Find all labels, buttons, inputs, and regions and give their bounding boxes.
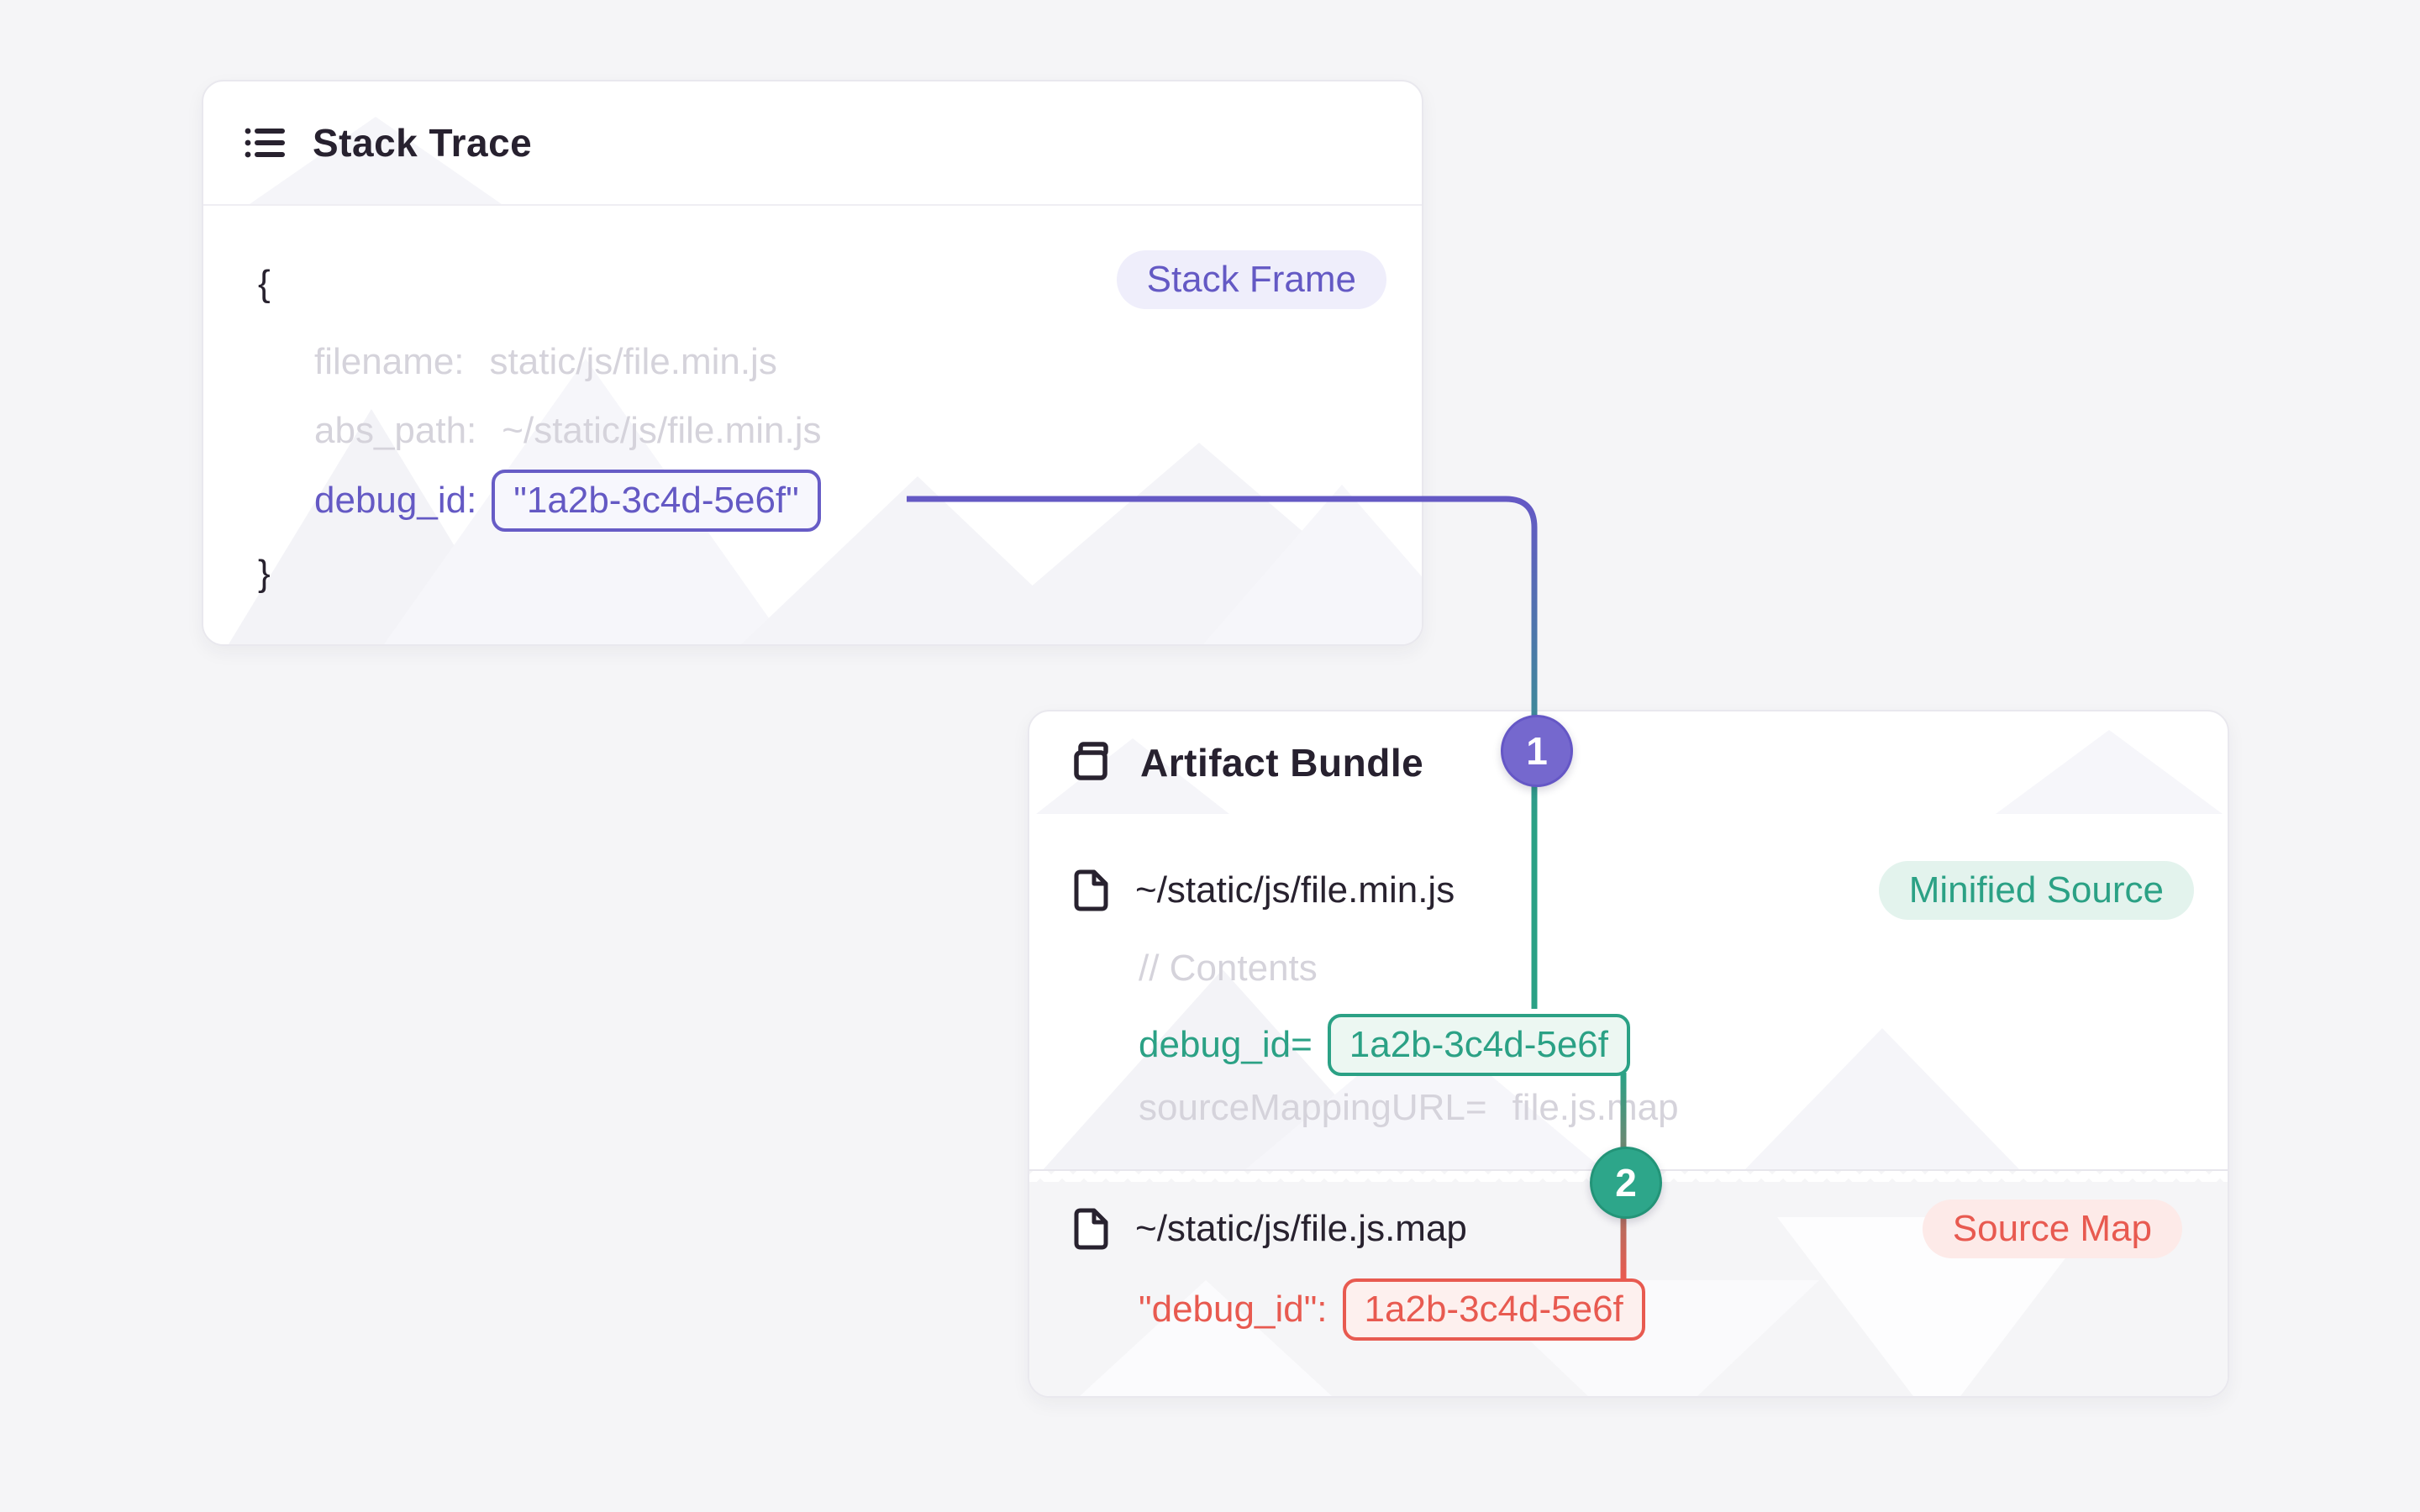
stack-trace-title: Stack Trace [313, 121, 533, 165]
debug-id-key: debug_id: [314, 480, 477, 521]
minified-source-badge-label: Minified Source [1908, 869, 2164, 911]
file-icon [1070, 868, 1113, 913]
source-map-badge: Source Map [1922, 1200, 2182, 1258]
source-map-file-path: ~/static/js/file.js.map [1135, 1208, 1467, 1249]
step-1-badge: 1 [1501, 715, 1573, 787]
step-2-badge: 2 [1590, 1147, 1662, 1219]
mountain-watermark [1203, 485, 1422, 644]
bundle-debug-id-line: debug_id= 1a2b-3c4d-5e6f [1139, 1011, 1631, 1079]
step-1-number: 1 [1526, 729, 1548, 773]
minified-file-row: ~/static/js/file.min.js Minified Source [1070, 861, 2194, 920]
artifact-bundle-header: Artifact Bundle [1029, 711, 2228, 816]
stack-frame-badge: Stack Frame [1116, 250, 1386, 309]
map-debug-id-value-box: 1a2b-3c4d-5e6f [1342, 1278, 1645, 1341]
json-open-brace: { [258, 263, 271, 304]
source-mapping-url-key: sourceMappingURL= [1139, 1087, 1487, 1128]
debug-id-value-box: "1a2b-3c4d-5e6f" [492, 470, 821, 532]
bundle-debug-id-value-box: 1a2b-3c4d-5e6f [1327, 1014, 1631, 1076]
stack-trace-header: Stack Trace [203, 81, 1422, 206]
mountain-watermark [964, 443, 1422, 644]
source-mapping-url-line: sourceMappingURL= file.js.map [1139, 1084, 1679, 1131]
source-map-badge-label: Source Map [1952, 1208, 2152, 1249]
source-map-file-row: ~/static/js/file.js.map Source Map [1070, 1200, 2182, 1258]
file-icon [1070, 1206, 1113, 1252]
bundle-debug-id-key: debug_id= [1139, 1024, 1313, 1065]
map-debug-id-line: "debug_id": 1a2b-3c4d-5e6f [1139, 1275, 1645, 1344]
json-close-brace: } [258, 553, 271, 594]
contents-comment-line: // Contents [1139, 948, 1318, 989]
stack-frame-badge-label: Stack Frame [1146, 259, 1356, 300]
minified-file-path: ~/static/js/file.min.js [1135, 869, 1455, 911]
source-mapping-url-value: file.js.map [1512, 1087, 1679, 1128]
stack-trace-card: Stack Trace Stack Frame { filename: stat… [202, 80, 1423, 646]
map-debug-id-key: "debug_id": [1139, 1289, 1328, 1330]
artifact-bundle-title: Artifact Bundle [1140, 741, 1424, 785]
artifact-bundle-card: Artifact Bundle ~/static/js/file.min.js … [1028, 710, 2229, 1398]
minified-source-section: ~/static/js/file.min.js Minified Source … [1029, 814, 2228, 1171]
filename-key: filename: [314, 341, 465, 382]
filename-value: static/js/file.min.js [489, 341, 777, 382]
archive-box-icon [1068, 739, 1115, 786]
filename-line: filename: static/js/file.min.js [314, 339, 777, 386]
mountain-watermark [1744, 1028, 2021, 1171]
minified-source-badge: Minified Source [1878, 861, 2194, 920]
step-2-number: 2 [1615, 1161, 1637, 1205]
list-icon [242, 120, 287, 165]
debug-id-line: debug_id: "1a2b-3c4d-5e6f" [314, 465, 821, 536]
abs-path-line: abs_path: ~/static/js/file.min.js [314, 407, 822, 454]
abs-path-key: abs_path: [314, 410, 477, 451]
abs-path-value: ~/static/js/file.min.js [502, 410, 822, 451]
